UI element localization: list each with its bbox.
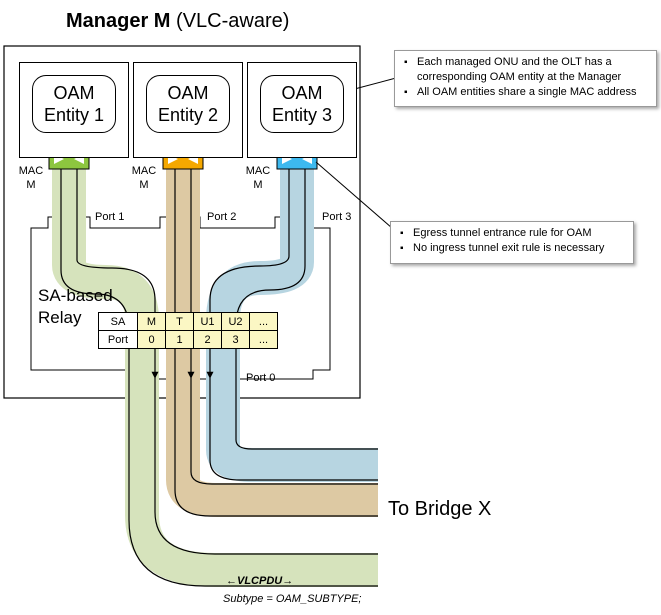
oam-entity-1-box: OAM Entity 1 — [19, 62, 129, 158]
tunnel-line-tan-return — [190, 378, 378, 485]
relay-table-cell: U1 — [193, 312, 222, 331]
oam-entity-2: OAM Entity 2 — [146, 75, 230, 133]
relay-table-cell: T — [165, 312, 194, 331]
relay-table-cell: 2 — [193, 330, 222, 349]
relay-table-cell: Port — [98, 330, 138, 349]
relay-table-cell: 1 — [165, 330, 194, 349]
manager-title-suffix: (VLC-aware) — [176, 10, 290, 32]
oam-entity-2-line1: OAM — [167, 83, 209, 103]
callout-top-item: Each managed ONU and the OLT has a corre… — [404, 55, 650, 85]
mac-label-2-line1: MAC — [131, 165, 157, 177]
relay-table-cell: 3 — [221, 330, 250, 349]
tunnel-line-blue-left — [206, 159, 293, 379]
mac-label-1-line1: MAC — [18, 165, 44, 177]
relay-label-line1: SA-based — [38, 286, 113, 305]
mac-label-1: MAC M — [18, 164, 44, 192]
tunnel-line-blue-return — [209, 378, 378, 481]
subtype-label: Subtype = OAM_SUBTYPE; — [223, 593, 362, 605]
tunnel-line-blue-right — [235, 159, 378, 450]
port-2-label: Port 2 — [207, 211, 237, 223]
manager-title: Manager M (VLC-aware) — [66, 10, 289, 33]
relay-table-row-sa: SA M T U1 U2 ... — [98, 312, 278, 331]
band-tan — [166, 155, 378, 517]
relay-table-cell: U2 — [221, 312, 250, 331]
mac-label-2-line2: M — [139, 179, 149, 191]
relay-table: SA M T U1 U2 ... Port 0 1 2 3 ... — [98, 312, 278, 349]
mac-label-3-line2: M — [253, 179, 263, 191]
relay-table-cell: 0 — [137, 330, 166, 349]
callout-top-item: All OAM entities share a single MAC addr… — [404, 85, 650, 100]
mac-label-2: MAC M — [131, 164, 157, 192]
port-1-label: Port 1 — [95, 211, 125, 223]
relay-table-cell: ... — [249, 330, 278, 349]
port-3-label: Port 3 — [322, 211, 352, 223]
vlcpdu-label: ←VLCPDU→ — [226, 575, 294, 587]
oam-entity-3-line2: Entity 3 — [271, 105, 333, 125]
callout-bottom-item: Egress tunnel entrance rule for OAM — [400, 226, 627, 241]
oam-entity-3-box: OAM Entity 3 — [247, 62, 357, 158]
relay-table-cell: ... — [249, 312, 278, 331]
callout-bottom-pointer — [315, 161, 393, 229]
bridge-label: To Bridge X — [388, 498, 492, 520]
oam-entity-2-box: OAM Entity 2 — [133, 62, 243, 158]
port-0-label: Port 0 — [246, 372, 276, 384]
oam-entity-1: OAM Entity 1 — [32, 75, 116, 133]
callout-top: Each managed ONU and the OLT has a corre… — [394, 50, 657, 107]
oam-entity-2-line2: Entity 2 — [157, 105, 219, 125]
tunnel-line-tan-left — [171, 159, 378, 517]
oam-entity-3-line1: OAM — [281, 83, 323, 103]
oam-entity-1-line1: OAM — [53, 83, 95, 103]
mac-label-3-line1: MAC — [245, 165, 271, 177]
relay-table-row-port: Port 0 1 2 3 ... — [98, 330, 278, 349]
oam-entity-3: OAM Entity 3 — [260, 75, 344, 133]
relay-table-cell: M — [137, 312, 166, 331]
mac-label-1-line2: M — [26, 179, 36, 191]
tunnel-line-green-inner — [73, 159, 159, 379]
relay-table-cell: SA — [98, 312, 138, 331]
callout-bottom: Egress tunnel entrance rule for OAM No i… — [390, 221, 634, 264]
manager-title-main: Manager M — [66, 10, 171, 32]
tunnel-line-green-return — [154, 378, 378, 555]
oam-entity-1-line2: Entity 1 — [43, 105, 105, 125]
relay-label: SA-based Relay — [38, 285, 113, 329]
mac-label-3: MAC M — [245, 164, 271, 192]
relay-label-line2: Relay — [38, 308, 82, 327]
callout-bottom-item: No ingress tunnel exit rule is necessary — [400, 241, 627, 256]
